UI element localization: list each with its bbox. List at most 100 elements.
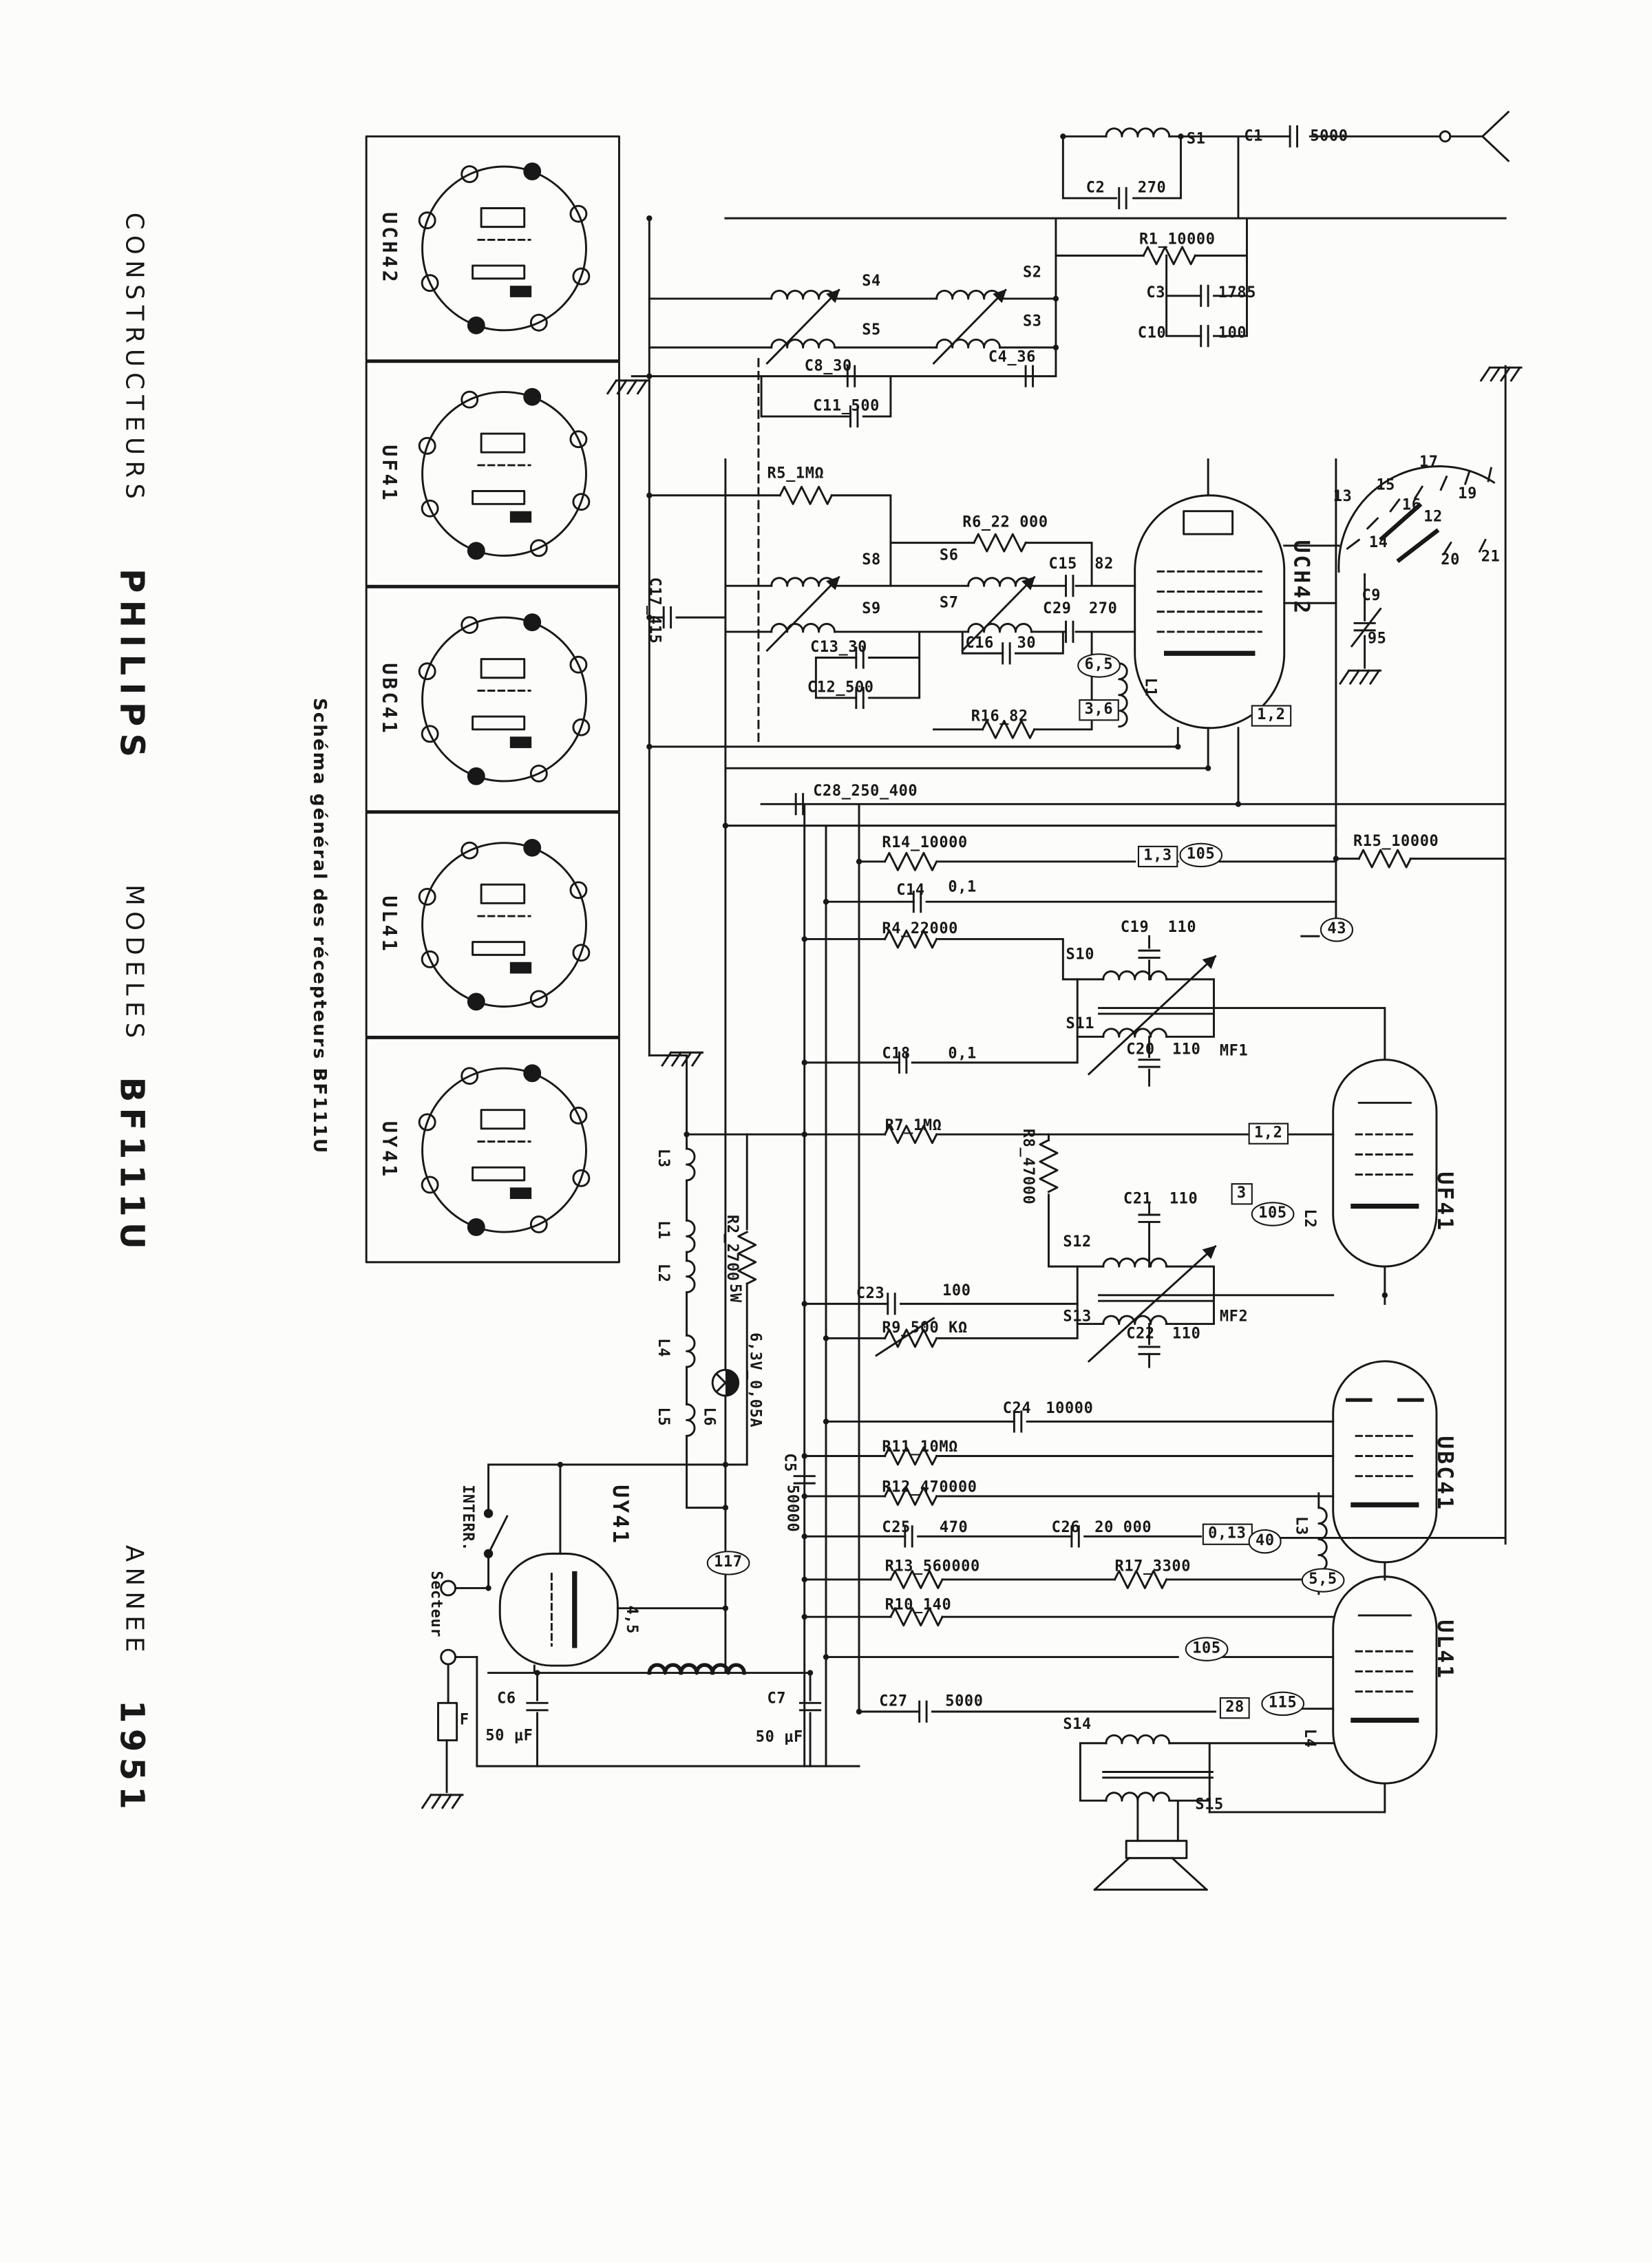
schematic-label: 5000 (945, 1692, 984, 1710)
schematic-label: 43 (1320, 917, 1354, 942)
schematic-label: 1,3 (1137, 845, 1178, 867)
schematic-label: 15 (1376, 476, 1395, 494)
schematic-label: 110 (1172, 1325, 1201, 1343)
schematic-label: L3 (654, 1149, 672, 1168)
power-section (421, 1463, 860, 1809)
schematic-label: S10 (1066, 946, 1095, 964)
schematic-label: S9 (862, 600, 881, 618)
tube-box-label: UCH42 (377, 212, 401, 285)
heater-chain (616, 458, 816, 1674)
schematic-label: 0,1 (948, 878, 977, 896)
schematic-label: C22 (1126, 1325, 1155, 1343)
schematic-label: MF1 (1219, 1042, 1249, 1060)
schematic-label: R11_10MΩ (882, 1438, 958, 1456)
schematic-label: C25 (882, 1519, 911, 1537)
schematic-label: 470 (939, 1519, 968, 1537)
schematic-label: 95 (1367, 630, 1387, 648)
antenna-icon (1450, 110, 1510, 162)
schematic-label: 4,5 (622, 1605, 640, 1634)
power-switch-icon (483, 1463, 748, 1589)
schematic-label: C26 (1051, 1519, 1081, 1537)
speaker-icon (1093, 1840, 1209, 1891)
schematic-label: C3 (1146, 284, 1166, 302)
schematic-label: L3 (1292, 1516, 1310, 1536)
if2-section (803, 1202, 1335, 1368)
schematic-label: C14 (896, 881, 925, 900)
schematic-label: C5 (781, 1453, 798, 1472)
schematic-label: C8_30 (804, 357, 852, 375)
schematic-label: MF2 (1219, 1308, 1249, 1326)
tube-uy41 (498, 1463, 619, 1674)
schematic-label: L6 (700, 1407, 718, 1427)
schematic-label: S11 (1066, 1015, 1095, 1033)
schematic-label: L5 (654, 1407, 672, 1427)
schematic-label: R1_10000 (1139, 231, 1216, 248)
schematic-label: 270 (1088, 600, 1118, 618)
margin-year: 1951 (112, 1700, 150, 1816)
schematic-label: S15 (1195, 1796, 1224, 1814)
schematic-label: L1 (1141, 677, 1159, 697)
schematic-label: S8 (862, 551, 881, 569)
schematic-label: UF41 (1432, 1171, 1459, 1233)
schematic-label: R8_47000 (1019, 1128, 1037, 1205)
schematic-label: UL41 (1432, 1619, 1459, 1681)
margin-model-number: BF111U (112, 1076, 150, 1255)
margin-philips: PHILIPS (112, 569, 150, 765)
schematic-label: 28 (1219, 1697, 1251, 1719)
schematic-label: 30 (1017, 635, 1037, 652)
schematic-label: 105 (1179, 842, 1222, 867)
schematic-label: C18 (882, 1045, 911, 1063)
schematic-label: 21 (1481, 548, 1501, 566)
schematic-label: S6 (939, 546, 959, 564)
schematic-label: L4 (654, 1338, 672, 1358)
schematic-label: R6_22 000 (962, 513, 1048, 531)
junction-dots (485, 134, 1388, 1715)
schematic-label: C29 (1043, 600, 1072, 618)
schematic-label: C15 (1048, 555, 1077, 573)
schematic-label: S12 (1063, 1233, 1092, 1251)
schematic-label: R14_10000 (882, 834, 968, 852)
schematic-label: C16 (965, 635, 994, 652)
mid-buses (648, 745, 1507, 1767)
schematic-label: S13 (1063, 1308, 1092, 1326)
schematic-label: S7 (939, 594, 959, 612)
schematic-label: L4 (1300, 1728, 1318, 1748)
schematic-label: 20 000 (1094, 1519, 1152, 1537)
tube-box-label: UL41 (377, 895, 401, 954)
schematic-label: 13 (1333, 488, 1353, 506)
tube-box-label: UF41 (377, 445, 401, 503)
schematic-label: 6,5 (1077, 653, 1121, 677)
dial-scale (1335, 458, 1496, 841)
tube-box-label: UBC41 (377, 663, 401, 736)
schematic-label: 82 (1094, 555, 1114, 573)
schematic-label: C4_36 (988, 348, 1036, 367)
schematic-label: C6 (497, 1690, 516, 1708)
schematic-label: R16_82 (971, 708, 1028, 725)
antenna-input-section (1061, 110, 1510, 220)
schematic-label: R12_470000 (882, 1478, 977, 1496)
schematic-label: 1,2 (1251, 705, 1291, 726)
r5-c17-section (648, 485, 892, 629)
schematic-label: 110 (1167, 919, 1197, 937)
schematic-label: R17_3300 (1114, 1558, 1192, 1575)
schematic-label: 14 (1368, 534, 1388, 552)
schematic-label: S5 (862, 321, 881, 339)
schematic-label: 110 (1172, 1041, 1201, 1059)
schematic-label: 105 (1185, 1637, 1229, 1661)
schematic-label: C7 (767, 1690, 787, 1708)
schematic-label: C10 (1137, 324, 1167, 342)
schematic-label: 100 (942, 1282, 971, 1300)
margin-annee: ANNEE (119, 1544, 148, 1658)
schematic-label: 16 (1401, 496, 1421, 514)
pilot-lamp-icon (711, 1368, 740, 1397)
tube-ubc41 (1332, 1360, 1438, 1581)
schematic-label: R10_140 (885, 1596, 952, 1615)
schematic-subtitle: Schéma général des récepteurs BF111U (309, 697, 332, 1155)
schematic-label: 50 μF (485, 1727, 533, 1745)
schematic-label: 20 (1441, 551, 1460, 569)
right-bus (1269, 365, 1523, 1545)
fuse-icon (421, 1663, 464, 1809)
af-rows (803, 1410, 1335, 1723)
